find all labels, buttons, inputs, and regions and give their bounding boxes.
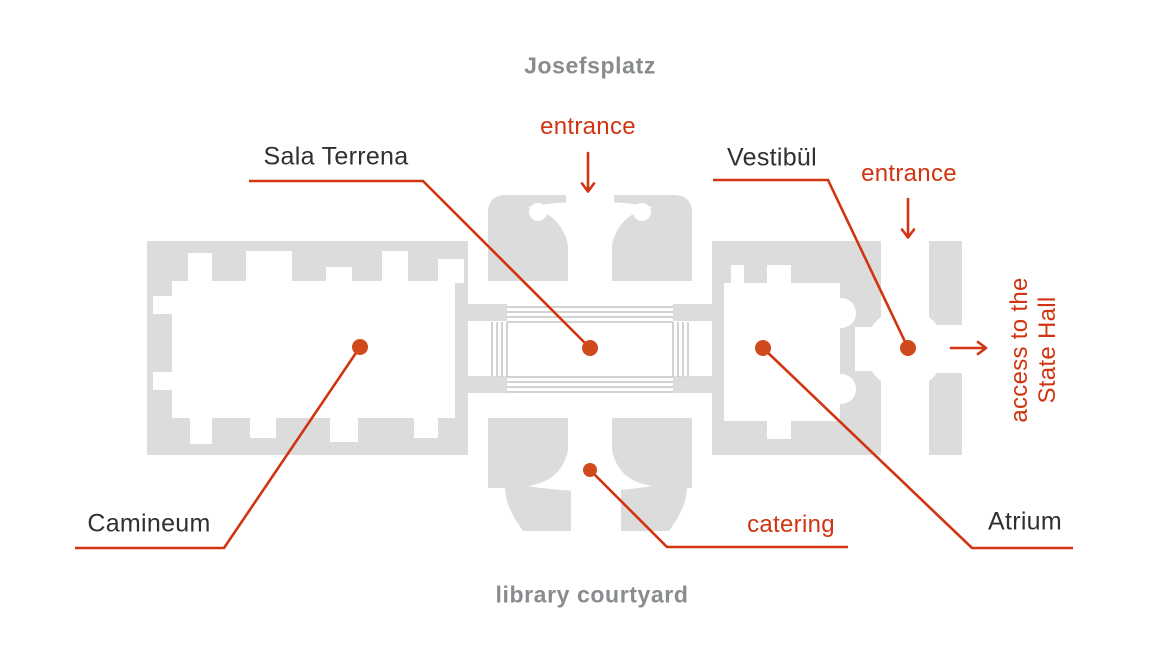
label-access-state-hall: access to the State Hall: [1006, 265, 1064, 435]
marker-dot-sala-terrena: [582, 340, 598, 356]
seam-right: [692, 241, 712, 455]
label-library-courtyard: library courtyard: [495, 581, 689, 608]
leader-line-camineum: [75, 346, 362, 550]
label-sala-terrena: Sala Terrena: [263, 142, 409, 171]
right-wing: [712, 241, 962, 455]
marker-dot-vestibul: [900, 340, 916, 356]
leader-lines: [75, 178, 1073, 550]
marker-dot-atrium: [755, 340, 771, 356]
label-catering: catering: [747, 511, 835, 538]
marker-dots: [352, 339, 916, 477]
seam-left: [468, 241, 488, 455]
label-entrance-right: entrance: [861, 160, 957, 187]
leader-line-catering: [589, 469, 848, 549]
leader-line-sala-terrena: [249, 179, 591, 349]
entrance-arrow-top: [580, 151, 596, 193]
floor-plan: [147, 178, 962, 531]
arrows: [580, 151, 988, 356]
left-wing-camineum: [147, 241, 468, 455]
leader-line-atrium: [762, 347, 1073, 550]
label-entrance-top: entrance: [540, 113, 636, 140]
marker-dot-camineum: [352, 339, 368, 355]
label-atrium: Atrium: [987, 507, 1063, 536]
label-access-line2: State Hall: [1034, 296, 1062, 404]
leader-line-vestibul: [713, 178, 910, 349]
central-top-entrance: [488, 178, 692, 281]
marker-dot-catering: [583, 463, 597, 477]
label-josefsplatz: Josefsplatz: [524, 52, 656, 79]
label-access-line1: access to the: [1006, 277, 1033, 423]
sala-terrena-stairs: [468, 304, 712, 393]
entrance-arrow-right: [900, 197, 916, 239]
label-camineum: Camineum: [87, 509, 211, 538]
state-hall-arrow: [949, 340, 988, 356]
label-vestibul: Vestibül: [727, 143, 817, 172]
atrium-room: [724, 283, 840, 421]
